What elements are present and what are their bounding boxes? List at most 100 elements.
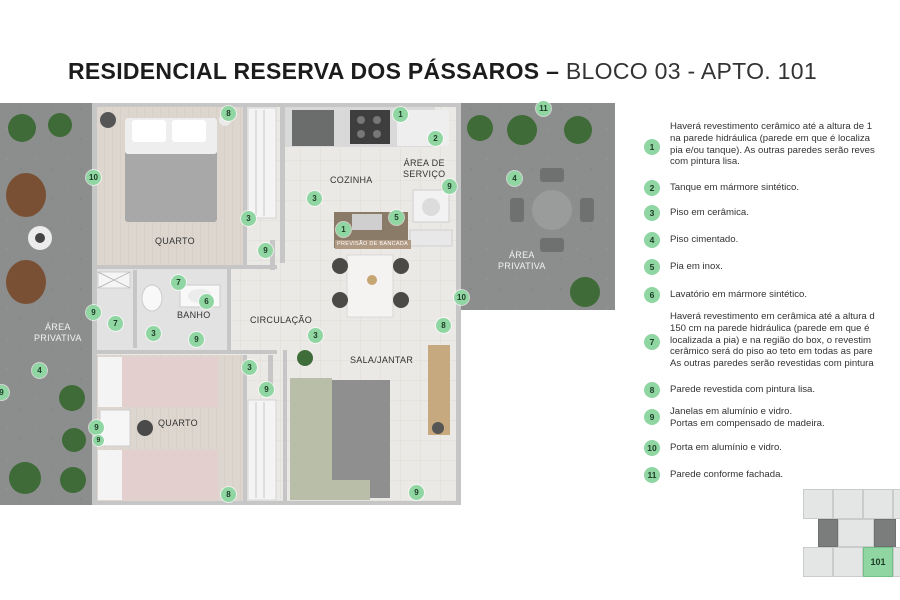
legend-text: Haverá revestimento cerâmico até a altur… <box>670 121 875 168</box>
legend-text: Lavatório em mármore sintético. <box>670 289 808 300</box>
room-label-banho: BANHO <box>177 310 211 320</box>
room-label-sala-jantar: SALA/JANTAR <box>350 355 414 365</box>
room-label-circulacao: CIRCULAÇÃO <box>250 315 313 325</box>
title-bold: RESIDENCIAL RESERVA DOS PÁSSAROS – <box>68 58 560 84</box>
outdoor-chairs <box>510 168 594 252</box>
legend-text: Porta em alumínio e vidro. <box>670 442 782 453</box>
marker: 3 <box>307 191 322 206</box>
marker: 10 <box>86 170 101 185</box>
marker: 3 <box>146 326 161 341</box>
marker: 6 <box>199 294 214 309</box>
dining-table <box>346 254 394 318</box>
plant <box>297 350 313 366</box>
wardrobe-lines <box>255 110 265 498</box>
legend-item-10: 10 Porta em alumínio e vidro. <box>644 440 900 456</box>
room-label-quarto-bottom: QUARTO <box>158 418 198 428</box>
marker: 9 <box>442 179 457 194</box>
legend-text: Parede revestida com pintura lisa. <box>670 384 816 395</box>
marker: 9 <box>86 305 101 320</box>
legend-text: Piso cimentado. <box>670 234 739 245</box>
block-cell <box>833 489 863 519</box>
page-title: RESIDENCIAL RESERVA DOS PÁSSAROS – BLOCO… <box>68 58 868 85</box>
legend-item-7: 7 Haverá revestimento em cerâmica até a … <box>644 311 900 370</box>
unit-101-badge: 101 <box>863 547 893 577</box>
marker: 9 <box>259 382 274 397</box>
walls <box>92 103 461 505</box>
marker: 4 <box>32 363 47 378</box>
title-light: BLOCO 03 - APTO. 101 <box>565 58 817 84</box>
block-cell <box>863 489 893 519</box>
marker: 5 <box>389 210 404 225</box>
legend-number: 7 <box>644 334 660 350</box>
marker: 9 <box>409 485 424 500</box>
legend-item-9: 9 Janelas em alumínio e vidro. Portas em… <box>644 406 900 430</box>
block-cell <box>893 489 900 519</box>
legend-number: 4 <box>644 232 660 248</box>
marker: 3 <box>242 360 257 375</box>
block-cell <box>833 547 863 577</box>
stove <box>350 110 390 144</box>
legend-item-8: 8 Parede revestida com pintura lisa. <box>644 382 900 398</box>
legend-text: Tanque em mármore sintético. <box>670 182 800 193</box>
legend-item-3: 3 Piso em cerâmica. <box>644 205 900 221</box>
block-location-diagram: 101 <box>800 487 900 582</box>
bancada-note-box <box>335 240 411 249</box>
chairs <box>332 258 409 308</box>
left-plants <box>8 113 86 494</box>
legend-number: 1 <box>644 139 660 155</box>
armchair-1 <box>6 173 46 217</box>
marker: 11 <box>536 101 551 116</box>
marker: 3 <box>308 328 323 343</box>
room-label-area-privativa-right: ÁREA PRIVATIVA <box>498 250 546 271</box>
legend-text: Parede conforme fachada. <box>670 469 784 480</box>
legend: 1 Haverá revestimento cerâmico até a alt… <box>644 0 900 600</box>
legend-number: 3 <box>644 205 660 221</box>
legend-item-4: 4 Piso cimentado. <box>644 232 900 248</box>
legend-item-5: 5 Pia em inox. <box>644 259 900 275</box>
legend-text: Haverá revestimento em cerâmica até a al… <box>670 311 875 370</box>
marker: 3 <box>241 211 256 226</box>
fridge <box>292 110 334 146</box>
marker: 9 <box>93 435 104 446</box>
marker: 9 <box>89 420 104 435</box>
legend-number: 6 <box>644 287 660 303</box>
legend-number: 11 <box>644 467 660 483</box>
legend-number: 9 <box>644 409 660 425</box>
marker: 8 <box>221 487 236 502</box>
room-label-area-privativa-left: ÁREA PRIVATIVA <box>34 322 82 343</box>
legend-item-2: 2 Tanque em mármore sintético. <box>644 180 900 196</box>
marker: 2 <box>428 131 443 146</box>
marker: 9 <box>0 385 9 400</box>
room-label-cozinha: COZINHA <box>330 175 373 185</box>
marker: 1 <box>393 107 408 122</box>
legend-item-11: 11 Parede conforme fachada. <box>644 467 900 483</box>
marker: 9 <box>189 332 204 347</box>
bancada-note: PREVISÃO DE BANCADA <box>337 241 409 247</box>
legend-text: Piso em cerâmica. <box>670 207 749 218</box>
tv-unit <box>428 345 450 435</box>
marker: 1 <box>336 222 351 237</box>
block-cell <box>838 519 874 547</box>
toilet <box>141 284 163 312</box>
right-plants <box>467 115 600 307</box>
legend-number: 10 <box>644 440 660 456</box>
room-label-area-servico: ÁREA DE SERVIÇO <box>403 158 446 179</box>
sofa <box>290 378 370 500</box>
legend-text: Pia em inox. <box>670 261 723 272</box>
marker: 10 <box>454 290 469 305</box>
block-cell <box>893 547 900 577</box>
legend-number: 5 <box>644 259 660 275</box>
legend-item-6: 6 Lavatório em mármore sintético. <box>644 287 900 303</box>
marker: 8 <box>436 318 451 333</box>
marker: 9 <box>258 243 273 258</box>
legend-text: Janelas em alumínio e vidro. Portas em c… <box>670 406 825 429</box>
marker: 7 <box>108 316 123 331</box>
legend-number: 2 <box>644 180 660 196</box>
desk <box>99 409 131 447</box>
marker: 7 <box>171 275 186 290</box>
legend-number: 8 <box>644 382 660 398</box>
wardrobes <box>247 107 277 501</box>
room-label-quarto-top: QUARTO <box>155 236 195 246</box>
